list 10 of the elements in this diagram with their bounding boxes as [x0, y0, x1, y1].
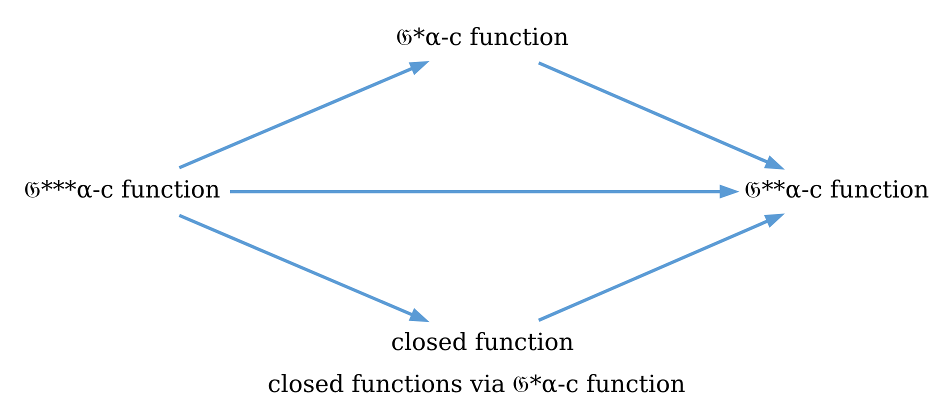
- arrow: [178, 60, 430, 169]
- arrow: [538, 60, 784, 170]
- arrow: [230, 184, 739, 198]
- node-text: 𝔊***α-c function: [23, 174, 220, 203]
- node-text: 𝔊*α-c function: [396, 22, 568, 50]
- node-text: 𝔊**α-c function: [744, 174, 929, 203]
- caption: closed functions via 𝔊*α-c function: [267, 370, 685, 398]
- arrow: [538, 213, 784, 322]
- arrow: [178, 213, 430, 322]
- node-text: closed function: [390, 327, 574, 356]
